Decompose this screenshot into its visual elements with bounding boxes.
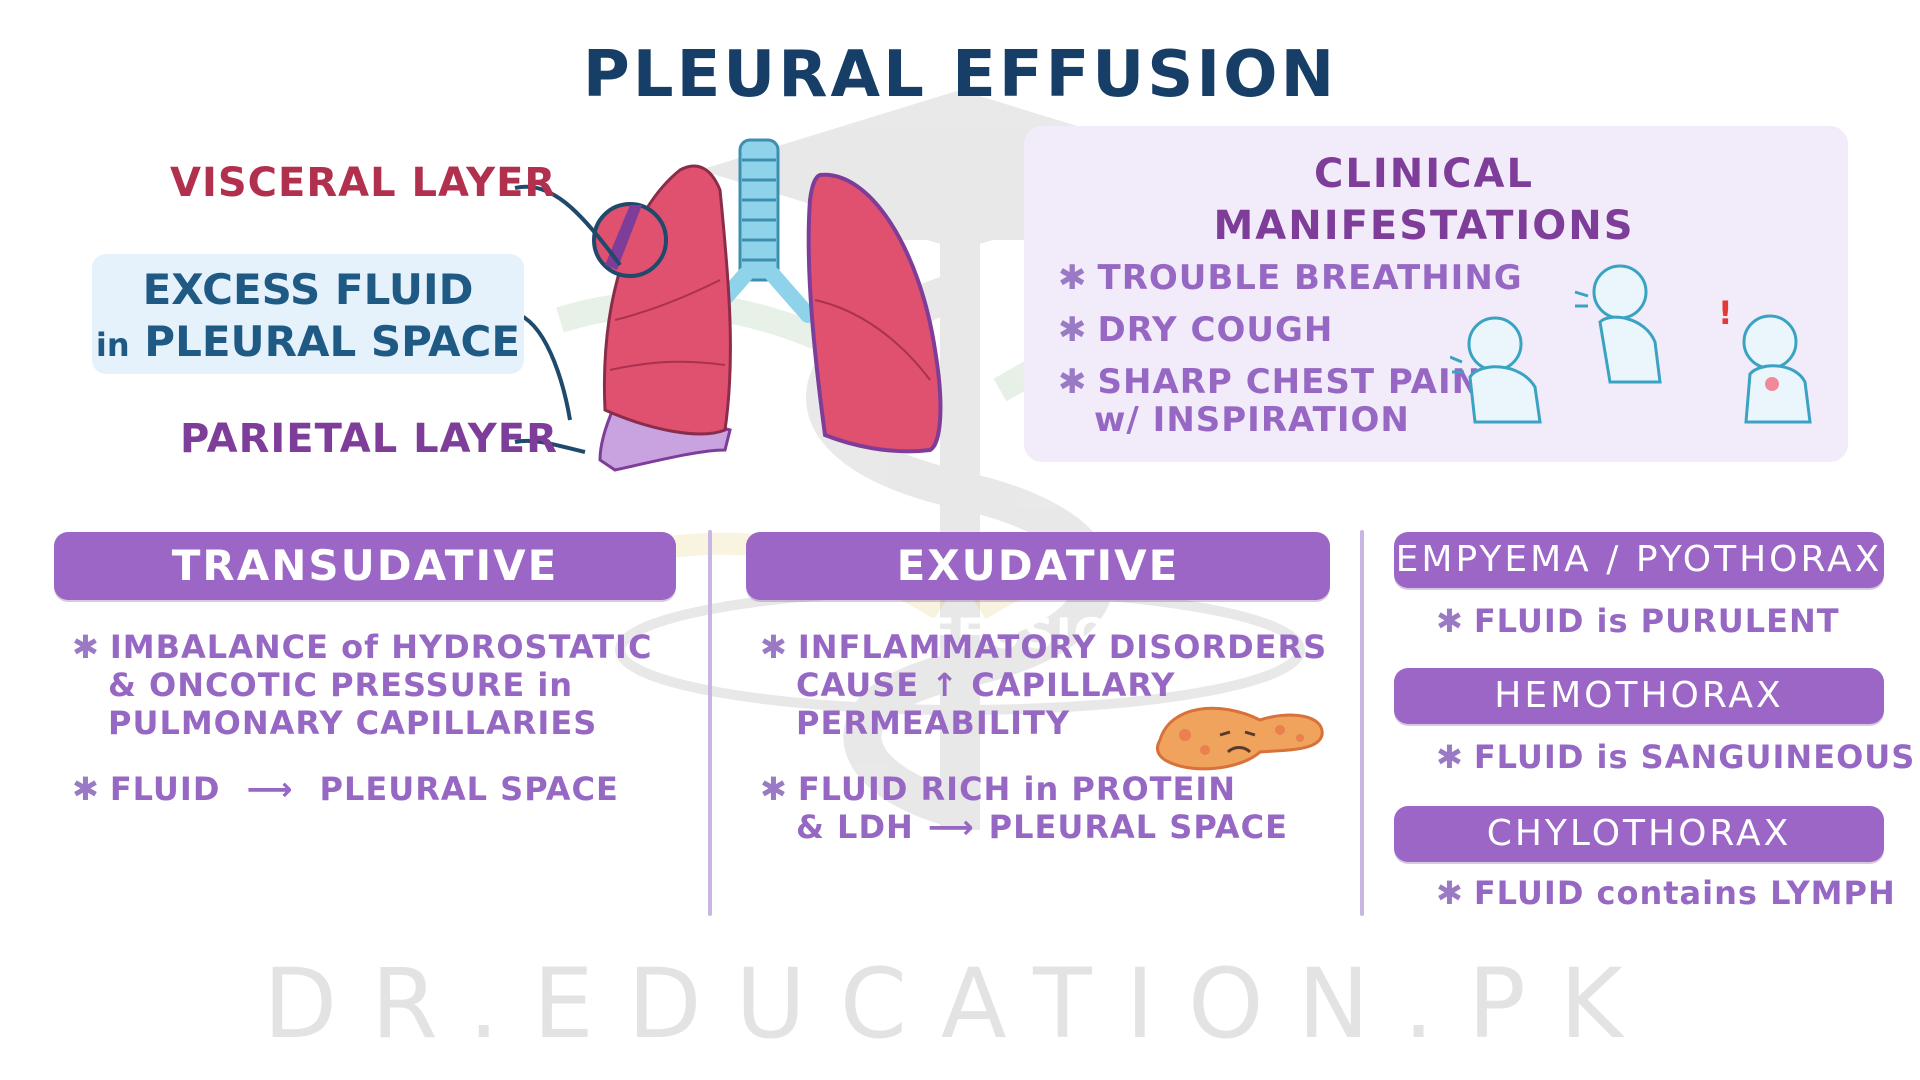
clinical-title-line2: MANIFESTATIONS xyxy=(1213,203,1635,249)
exudative-bullet-2: ✱FLUID RICH in PROTEIN & LDH⟶PLEURAL SPA… xyxy=(760,770,1288,846)
watermark-text: DR.EDUCATION.PK xyxy=(263,948,1657,1060)
exudative-bullet-1: ✱INFLAMMATORY DISORDERS CAUSE ↑ CAPILLAR… xyxy=(760,628,1328,742)
inflamed-pancreas-icon xyxy=(1155,706,1324,771)
asterisk-icon: ✱ xyxy=(760,628,788,666)
parietal-layer-label: PARIETAL LAYER xyxy=(180,416,558,462)
asterisk-icon: ✱ xyxy=(1436,874,1464,912)
asterisk-icon: ✱ xyxy=(1058,362,1088,402)
clinical-title: CLINICAL MANIFESTATIONS xyxy=(1024,148,1824,252)
left-lung xyxy=(806,172,943,454)
hemothorax-header: HEMOTHORAX xyxy=(1394,668,1884,724)
lungs-illustration xyxy=(592,138,943,472)
exudative-header: EXUDATIVE EFFUSIONS xyxy=(746,532,1330,658)
empyema-detail: ✱FLUID is PURULENT xyxy=(1436,602,1840,640)
clinical-item: ✱TROUBLE BREATHING xyxy=(1058,258,1523,298)
clinical-manifestations-panel xyxy=(1024,126,1848,462)
column-divider xyxy=(708,530,712,916)
transudative-header: TRANSUDATIVE EFFUSIONS xyxy=(54,532,676,658)
asterisk-icon: ✱ xyxy=(72,628,100,666)
empyema-header: EMPYEMA / PYOTHORAX xyxy=(1394,532,1884,588)
asterisk-icon: ✱ xyxy=(760,770,788,808)
clinical-item: ✱DRY COUGH xyxy=(1058,310,1334,350)
chylothorax-detail: ✱FLUID contains LYMPH xyxy=(1436,874,1896,912)
chylothorax-header: CHYLOTHORAX xyxy=(1394,806,1884,862)
visceral-zoom-circle xyxy=(592,202,668,278)
transudative-bullet-2: ✱FLUID ⟶ PLEURAL SPACE xyxy=(72,770,619,808)
column-divider xyxy=(1360,530,1364,916)
asterisk-icon: ✱ xyxy=(1436,738,1464,776)
transudative-bullet-1: ✱IMBALANCE of HYDROSTATIC & ONCOTIC PRES… xyxy=(72,628,653,742)
excess-in-word: in xyxy=(95,326,130,364)
clinical-title-line1: CLINICAL xyxy=(1314,151,1534,197)
asterisk-icon: ✱ xyxy=(1058,258,1088,298)
excess-fluid-line2: in PLEURAL SPACE xyxy=(92,316,524,371)
excess-fluid-box xyxy=(92,254,524,374)
excess-pleural-space: PLEURAL SPACE xyxy=(144,317,521,366)
visceral-layer-label: VISCERAL LAYER xyxy=(170,160,557,206)
excess-fluid-label: EXCESS FLUID in PLEURAL SPACE xyxy=(92,264,524,371)
hemothorax-detail: ✱FLUID is SANGUINEOUS xyxy=(1436,738,1916,776)
right-arrow-icon: ⟶ xyxy=(927,808,975,846)
asterisk-icon: ✱ xyxy=(1058,310,1088,350)
svg-text:!: ! xyxy=(1718,294,1733,332)
right-arrow-icon: ⟶ xyxy=(246,770,294,808)
clinical-item-continuation: w/ INSPIRATION xyxy=(1094,400,1410,440)
page-title: PLEURAL EFFUSION xyxy=(582,38,1338,112)
trachea xyxy=(702,138,816,323)
clinical-item: ✱SHARP CHEST PAIN xyxy=(1058,362,1482,402)
excess-fluid-line1: EXCESS FLUID xyxy=(142,265,474,314)
label-leader-lines xyxy=(514,184,622,454)
asterisk-icon: ✱ xyxy=(1436,602,1464,640)
asterisk-icon: ✱ xyxy=(72,770,100,808)
patient-figures-illustration: ! xyxy=(1450,264,1812,424)
